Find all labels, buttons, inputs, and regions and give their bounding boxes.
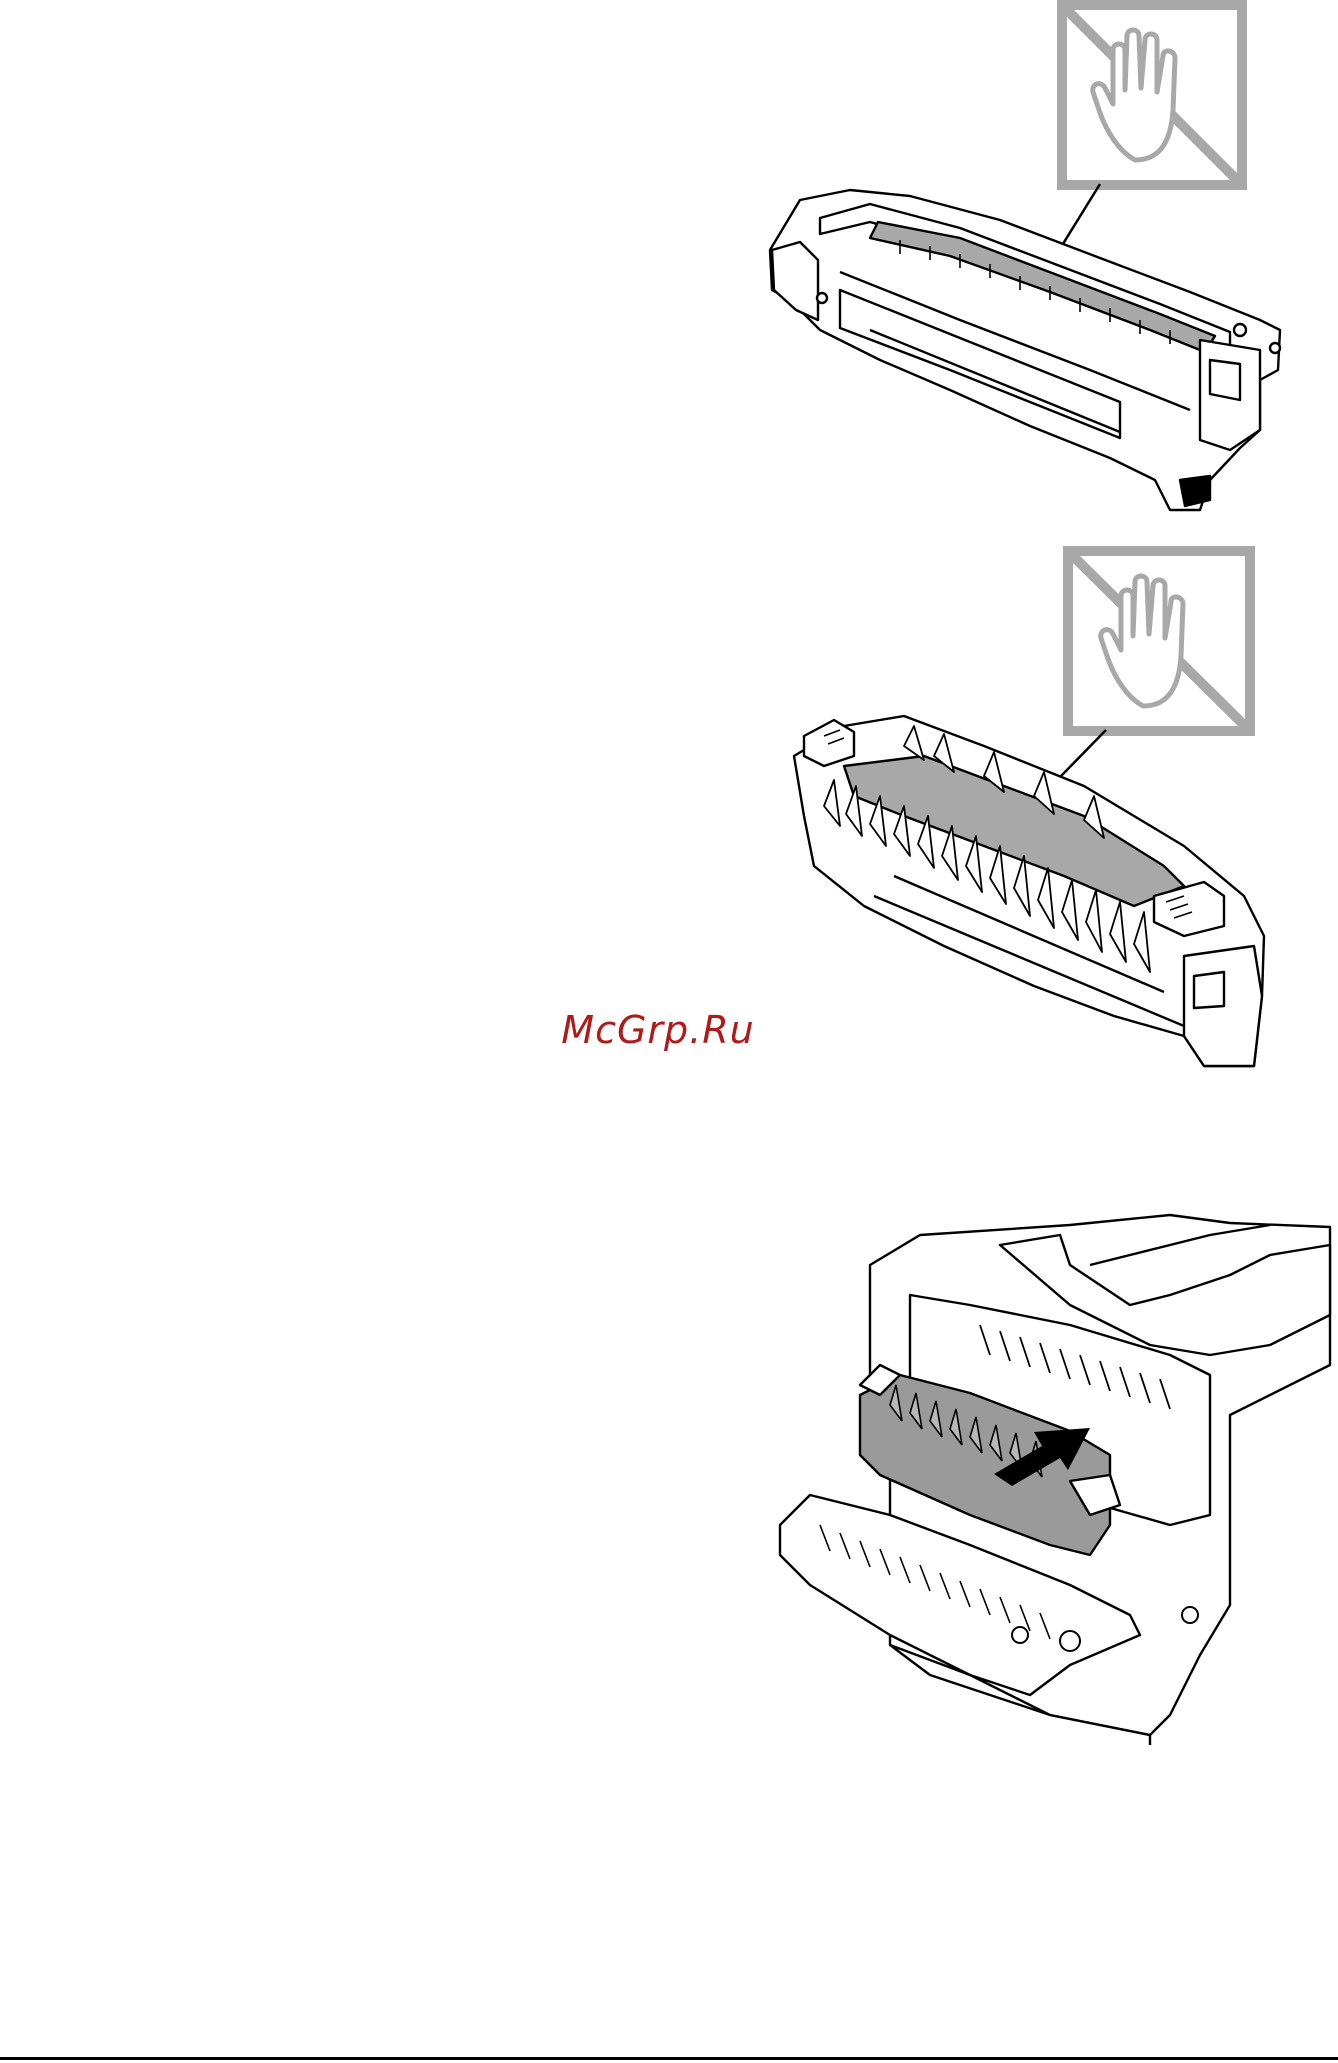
fuser-unit-closed-illustration [760,180,1290,530]
do-not-touch-icon [1057,0,1249,190]
insert-arrow-icon [990,1418,1094,1496]
watermark-text: McGrp.Ru [0,1008,1338,1052]
page-bottom-rule [0,2057,1338,2060]
